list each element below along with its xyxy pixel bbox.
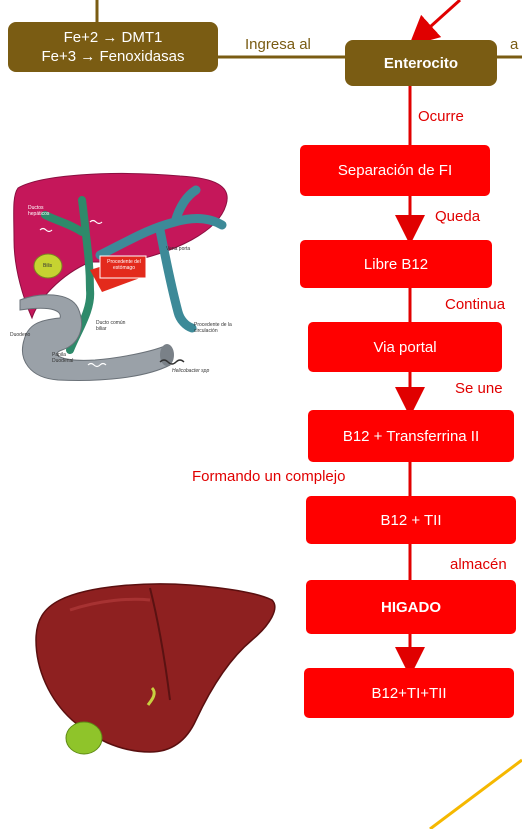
bilis-label: Bilis <box>43 263 53 269</box>
enterocito-box: Enterocito <box>345 40 497 86</box>
gallbladder-shape <box>33 253 63 279</box>
vena-porta-label: Vena porta <box>166 246 191 252</box>
formando-label: Formando un complejo <box>192 468 346 485</box>
bile-duct <box>41 196 95 354</box>
se-une-label: Se une <box>455 380 503 397</box>
queda-label: Queda <box>435 208 481 225</box>
right-cut-label: a <box>510 36 519 53</box>
separacion-box: Separación de FI <box>300 145 490 196</box>
b12-tii-label: B12 + TII <box>380 511 442 529</box>
transferrina-label: B12 + Transferrina II <box>342 427 480 445</box>
procedente-estomago-label: Procedente del estómago <box>107 259 141 271</box>
liver-illustration-body <box>35 583 276 753</box>
iron-transport-box: Fe+2 → DMT1 Fe+3 → Fenoxidasas <box>8 22 218 72</box>
libre-b12-label: Libre B12 <box>363 255 429 273</box>
continua-label: Continua <box>445 296 506 313</box>
duodenum-shape <box>19 294 171 381</box>
b12-ti-tii-label: B12+TI+TII <box>371 684 447 702</box>
b12-ti-tii-box: B12+TI+TII <box>304 668 514 718</box>
squiggle-icon-3 <box>89 219 103 225</box>
anatomy-illustration <box>13 172 228 381</box>
via-portal-box: Via portal <box>308 322 502 372</box>
transferrina-box: B12 + Transferrina II <box>308 410 514 462</box>
stomach-tag <box>99 255 147 279</box>
ductos-label: Ductos hepáticos <box>28 205 50 217</box>
ducto-comun-label: Ducto común biliar <box>96 320 126 332</box>
liver-duct <box>146 686 156 706</box>
papila-label: Papila Duodenal <box>52 352 74 364</box>
ingresa-label: Ingresa al <box>245 36 311 53</box>
libre-b12-box: Libre B12 <box>300 240 492 288</box>
liver-gallbladder <box>65 721 103 755</box>
procedente-circulacion-label: Procedente de la circulación <box>194 322 232 334</box>
b12-tii-box: B12 + TII <box>306 496 516 544</box>
duodenum-end <box>160 344 174 366</box>
separacion-label: Separación de FI <box>337 162 453 179</box>
yellow-line <box>429 758 522 829</box>
via-portal-label: Via portal <box>373 338 437 356</box>
liver-lobe-line <box>149 587 171 701</box>
liver-illustration <box>35 583 276 755</box>
helicobacter-label: Helicobacter spp <box>172 368 210 374</box>
higado-box: HIGADO <box>306 580 516 634</box>
enterocito-label: Enterocito <box>383 54 459 72</box>
liver-highlight <box>69 597 151 612</box>
iron-line-2: Fe+3 → Fenoxidasas <box>41 48 185 65</box>
diagonal-arrow <box>408 0 462 47</box>
squiggle-icon-2 <box>87 362 107 368</box>
higado-label: HIGADO <box>381 598 441 616</box>
duodeno-label: Duodeno <box>10 332 31 338</box>
squiggle-icon-1 <box>39 227 53 233</box>
almacen-label: almacén <box>450 556 507 573</box>
iron-line-1: Fe+2 → DMT1 <box>63 29 163 46</box>
vena-porta <box>95 185 227 333</box>
ocurre-label: Ocurre <box>418 108 464 125</box>
helicobacter-icon <box>159 359 185 365</box>
